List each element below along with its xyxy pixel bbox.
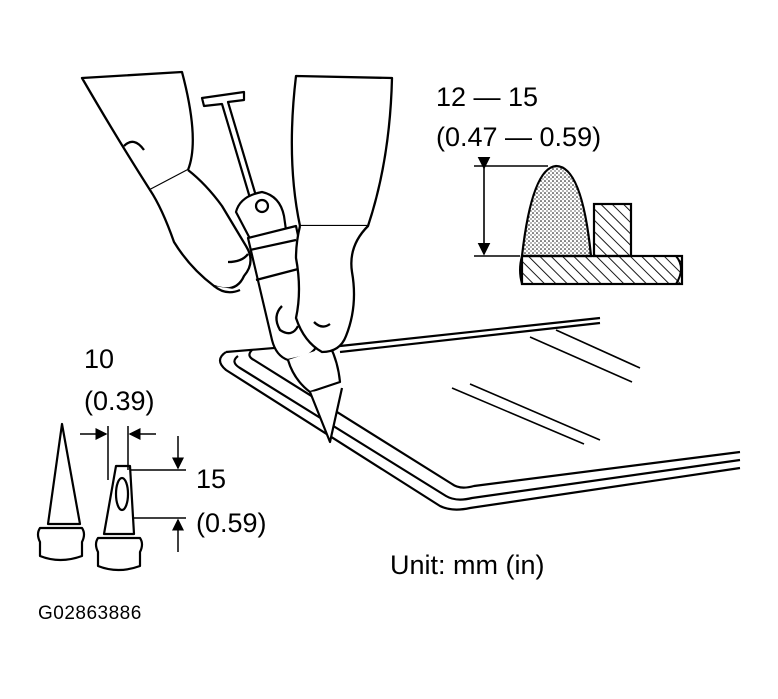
right-arm: [275, 74, 394, 354]
nozzle-uncut: [36, 422, 86, 562]
bead-height-mm-label: 12 — 15: [436, 82, 539, 112]
bead-cross-section: [474, 156, 684, 286]
unit-note: Unit: mm (in): [390, 550, 545, 580]
left-arm: [80, 70, 252, 294]
nozzle-dimension-lines: [80, 426, 186, 552]
glass-panel: [218, 316, 741, 511]
nozzle-cut: [94, 464, 144, 572]
figure-code: G02863886: [38, 603, 142, 624]
nozzle-width-mm-label: 10: [84, 344, 115, 374]
bead-height-in-label: (0.47 — 0.59): [436, 122, 602, 152]
nozzle-cut-mm-label: 15: [196, 464, 227, 494]
nozzle-cut-in-label: (0.59): [196, 508, 267, 538]
nozzle-width-in-label: (0.39): [84, 386, 155, 416]
